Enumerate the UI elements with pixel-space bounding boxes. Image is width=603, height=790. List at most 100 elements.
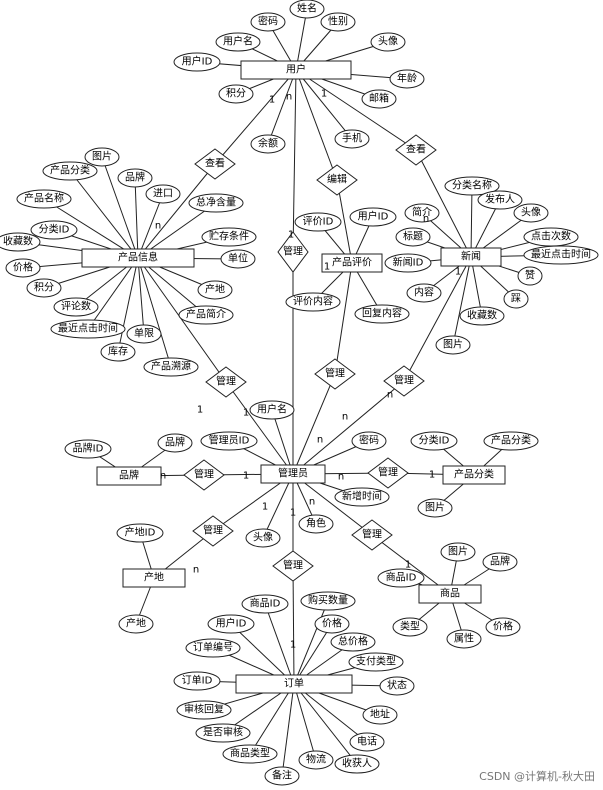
cardinality-label: 1 <box>197 405 203 416</box>
cardinality-label: n <box>155 221 161 232</box>
attribute-user: 用户名 <box>215 32 261 52</box>
relationship-line <box>292 565 295 685</box>
relationship-label: 管理 <box>394 374 414 387</box>
attribute-label: 密码 <box>359 434 379 447</box>
attribute-ellipse <box>389 69 425 89</box>
attribute-label: 简介 <box>412 206 432 219</box>
attribute-label: 评论数 <box>61 300 91 313</box>
cardinality-label: n <box>309 497 315 508</box>
attribute-news: 收藏数 <box>459 306 505 326</box>
attribute-line <box>452 256 472 346</box>
attribute-label: 图片 <box>448 545 468 558</box>
attribute-label: 购买数量 <box>308 594 348 607</box>
attribute-origin: 产地ID <box>116 523 164 543</box>
relationship-line <box>295 69 417 151</box>
entity-box <box>260 464 326 484</box>
attribute-product_info: 产地 <box>197 280 233 300</box>
relationship-label: 管理 <box>194 468 214 481</box>
cardinality-label: n <box>317 435 323 446</box>
attribute-order: 支付类型 <box>348 652 404 672</box>
entity-box <box>240 60 352 80</box>
relationship-diamond <box>205 366 247 398</box>
attribute-admin: 用户名 <box>249 400 295 420</box>
entity-label: 订单 <box>284 678 304 690</box>
entity-news: 新闻 <box>440 247 502 267</box>
attribute-admin: 新增时间 <box>334 487 390 507</box>
attribute-label: 头像 <box>253 532 273 544</box>
attribute-ellipse <box>377 568 425 588</box>
attribute-line <box>293 683 358 765</box>
attribute-label: 总净含量 <box>196 196 236 209</box>
cardinality-label: 1 <box>262 502 268 513</box>
relationship-line <box>371 534 451 595</box>
attribute-news: 赞 <box>517 266 543 286</box>
attribute-label: 新增时间 <box>342 490 382 503</box>
attribute-product_info: 产品简介 <box>178 305 234 325</box>
attribute-ellipse <box>0 232 41 252</box>
entity-label: 产品评价 <box>332 256 372 269</box>
cardinality-label: 1 <box>429 470 435 481</box>
attribute-news: 点击次数 <box>523 227 579 247</box>
attribute-product_info: 品牌 <box>117 168 153 188</box>
attribute-ellipse <box>176 700 232 720</box>
attribute-label: 总价格 <box>338 635 368 648</box>
attribute-ellipse <box>334 754 380 774</box>
attribute-order: 物流 <box>298 750 334 770</box>
attribute-ellipse <box>482 552 518 572</box>
attribute-label: 进口 <box>153 188 173 200</box>
attribute-line <box>293 600 329 685</box>
attribute-ellipse <box>361 89 397 109</box>
attribute-label: 价格 <box>322 617 342 630</box>
attribute-order: 用户ID <box>207 614 255 634</box>
relationship-line <box>292 69 297 253</box>
attribute-product_info: 产品名称 <box>16 189 72 209</box>
attribute-product_info: 单位 <box>220 249 256 269</box>
attribute-label: 余额 <box>258 137 278 150</box>
attribute-ellipse <box>250 12 286 32</box>
attribute-label: 产品分类 <box>50 164 90 177</box>
attribute-order: 总价格 <box>330 632 376 652</box>
attribute-label: 产地 <box>126 617 146 630</box>
attribute-line <box>271 409 294 475</box>
attribute-label: 订单编号 <box>193 641 233 654</box>
relationship-manage-origin: 管理 <box>192 515 234 547</box>
attribute-product_category: 产品分类 <box>483 431 539 451</box>
attribute-user: 密码 <box>250 12 286 32</box>
attribute-user: 积分 <box>218 84 254 104</box>
cardinality-label: 1 <box>324 262 330 273</box>
attribute-product_info: 产品溯源 <box>143 357 199 377</box>
attribute-ellipse <box>298 514 334 534</box>
attribute-label: 图片 <box>443 338 463 351</box>
entity-box <box>235 674 353 694</box>
attribute-label: 图片 <box>425 501 445 514</box>
attribute-ellipse <box>207 614 255 634</box>
attribute-ellipse <box>241 594 289 614</box>
attribute-ellipse <box>188 193 244 213</box>
attribute-ellipse <box>314 614 350 634</box>
cardinality-label: n <box>387 390 393 401</box>
entity-box <box>418 584 482 604</box>
cardinality-label: 1 <box>269 95 275 106</box>
attribute-goods: 属性 <box>446 629 482 649</box>
attribute-label: 用户ID <box>216 617 247 630</box>
relationship-diamond <box>192 515 234 547</box>
attribute-label: 收藏数 <box>3 235 33 248</box>
cardinality-label: n <box>286 92 292 103</box>
relationship-label: 管理 <box>283 245 303 258</box>
relationship-label: 查看 <box>406 143 426 156</box>
attribute-admin: 头像 <box>245 528 281 548</box>
attribute-product_review: 评价内容 <box>285 292 341 312</box>
attribute-label: 点击次数 <box>531 230 571 243</box>
entity-brand: 品牌 <box>96 466 162 486</box>
attribute-ellipse <box>523 245 599 265</box>
attribute-line <box>281 683 295 777</box>
cardinality-label: 1 <box>455 267 461 278</box>
attribute-line <box>69 170 139 259</box>
attribute-ellipse <box>513 203 549 223</box>
attribute-label: 收获人 <box>342 757 372 770</box>
attribute-label: 单限 <box>134 328 154 340</box>
attribute-user: 姓名 <box>289 0 325 19</box>
attribute-label: 属性 <box>454 632 474 645</box>
cardinality-label: 1 <box>405 560 411 571</box>
